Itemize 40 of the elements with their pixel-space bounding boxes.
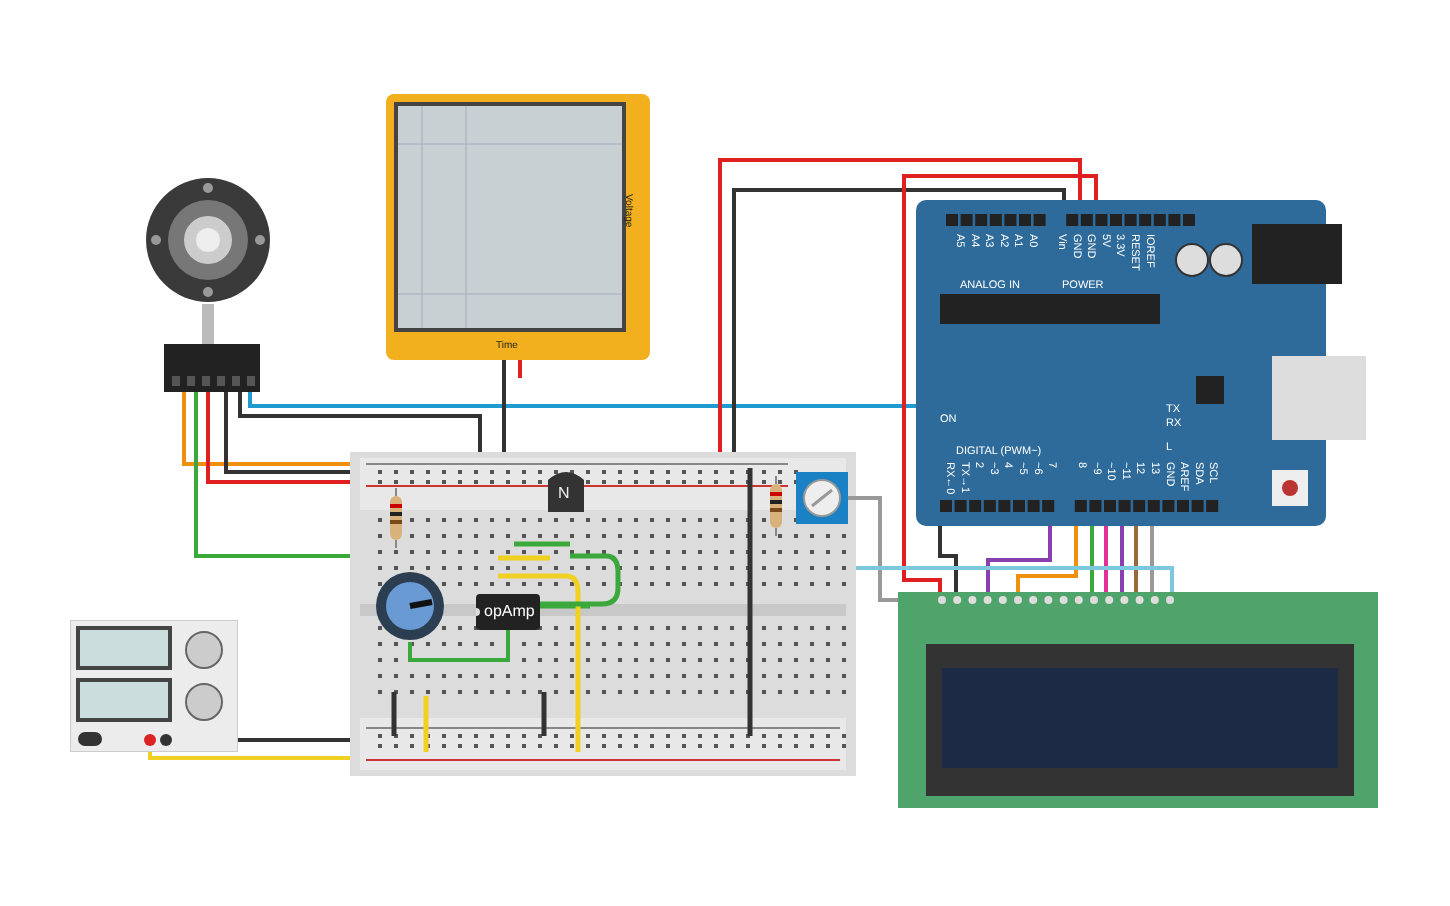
wire	[848, 496, 898, 602]
lcd-display	[898, 592, 1378, 808]
wire	[224, 392, 350, 474]
potentiometer-knob	[374, 570, 446, 642]
wire	[502, 360, 506, 452]
wire	[1120, 526, 1124, 592]
breadboard	[350, 452, 856, 776]
wire	[986, 526, 1052, 592]
chip-label: opAmp	[484, 604, 535, 620]
wire	[1090, 526, 1094, 592]
wire	[408, 630, 510, 662]
wire-connector	[164, 344, 260, 392]
rotary-encoder-motor	[144, 176, 272, 304]
wire	[182, 392, 350, 466]
op-amp-chip	[476, 594, 540, 630]
wire	[206, 392, 350, 484]
resistor	[386, 488, 406, 548]
wire	[718, 158, 1082, 452]
wire	[856, 566, 1174, 592]
trimmer-potentiometer	[796, 472, 848, 524]
microcontroller-board	[916, 200, 1366, 526]
wire	[1104, 526, 1108, 592]
wire	[902, 174, 1098, 592]
wire	[732, 188, 1066, 452]
transistor	[544, 468, 588, 516]
wire	[238, 738, 350, 742]
wire	[194, 392, 350, 558]
oscilloscope	[386, 94, 650, 360]
wire	[1134, 526, 1138, 592]
wire	[938, 526, 958, 592]
wire	[248, 392, 916, 408]
wire	[202, 304, 214, 344]
wire	[1150, 526, 1154, 592]
component-label: N	[558, 486, 570, 502]
wire	[148, 752, 350, 760]
power-supply-drawing	[70, 620, 238, 752]
wire	[518, 360, 522, 378]
resistor	[766, 476, 786, 536]
wire	[1016, 526, 1078, 592]
wire	[238, 392, 482, 452]
